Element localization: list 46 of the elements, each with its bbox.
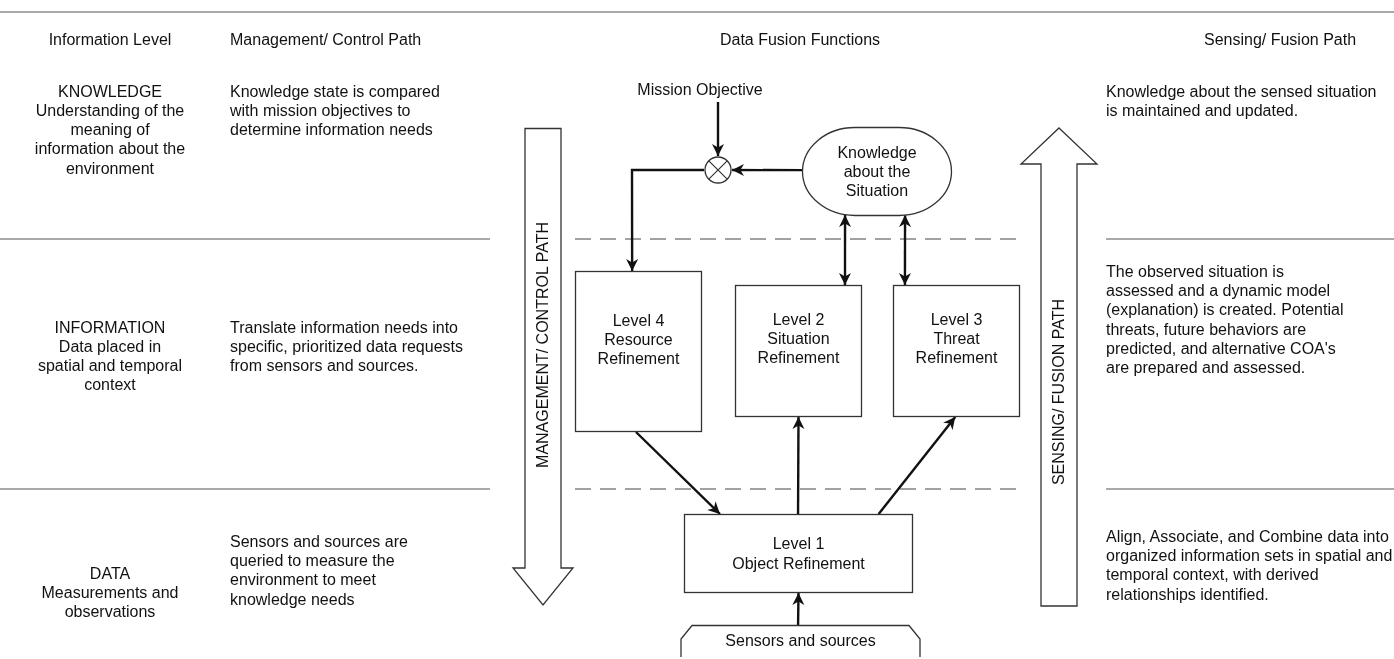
column-header: Information Level <box>47 30 173 50</box>
node-label: Knowledge about the Situation <box>836 142 918 201</box>
path-description: The observed situation is assessed and a dynamic model (explanation) is created. Potential threats, future behaviors are predicted, and alternative COA's are prepared and assessed. <box>1106 262 1345 378</box>
node-label: Threat Refinement <box>914 329 999 368</box>
hollow-up-arrow <box>1020 127 1098 607</box>
process-box <box>735 285 862 417</box>
node-label: MANAGEMENT/ CONTROL PATH <box>533 222 553 468</box>
arrow <box>792 417 805 514</box>
level-name: INFORMATION <box>53 318 167 338</box>
process-box <box>893 285 1020 417</box>
arrow <box>626 168 704 271</box>
level-description: Understanding of the meaning of information about the environment <box>33 101 187 178</box>
arrow <box>792 593 805 625</box>
level-description: Measurements and observations <box>40 583 180 622</box>
arrow <box>839 215 852 285</box>
arrow <box>635 431 721 515</box>
comparator-circle <box>704 156 732 184</box>
arrow <box>898 215 912 285</box>
process-box <box>575 271 702 432</box>
path-description: Sensors and sources are queried to measure the environment to meet knowledge needs <box>230 532 409 609</box>
input-terminal <box>680 625 921 657</box>
box-heading: Level 4 <box>612 311 665 331</box>
arrow <box>712 102 724 156</box>
path-description: Translate information needs into specific, prioritized data requests from sensors and sources. <box>230 318 464 376</box>
level-description: Data placed in spatial and temporal context <box>36 337 184 395</box>
path-description: Knowledge about the sensed situation is maintained and updated. <box>1106 82 1378 121</box>
process-box <box>684 514 913 593</box>
node-label: Mission Objective <box>637 80 763 100</box>
hollow-down-arrow <box>512 128 574 606</box>
path-description: Align, Associate, and Combine data into organized information sets in spatial and temporal context, with derived relationships identified. <box>1106 527 1394 604</box>
node-label: Resource Refinement <box>596 330 681 369</box>
box-heading: Level 3 <box>930 310 983 330</box>
level-name: DATA <box>88 564 132 584</box>
arrow <box>732 164 802 177</box>
path-description: Knowledge state is compared with mission objectives to determine information needs <box>230 82 441 140</box>
node-label: Situation Refinement <box>756 329 841 368</box>
column-header: Sensing/ Fusion Path <box>1202 30 1358 50</box>
box-heading: Level 2 <box>772 310 825 330</box>
node-label: Object Refinement <box>731 553 866 573</box>
node-label: SENSING/ FUSION PATH <box>1049 298 1069 486</box>
box-heading: Level 1 <box>772 534 825 554</box>
column-header: Data Fusion Functions <box>718 30 882 50</box>
node-label: Sensors and sources <box>725 631 876 651</box>
arrow <box>877 416 957 515</box>
level-name: KNOWLEDGE <box>57 82 163 102</box>
column-header: Management/ Control Path <box>230 30 423 50</box>
